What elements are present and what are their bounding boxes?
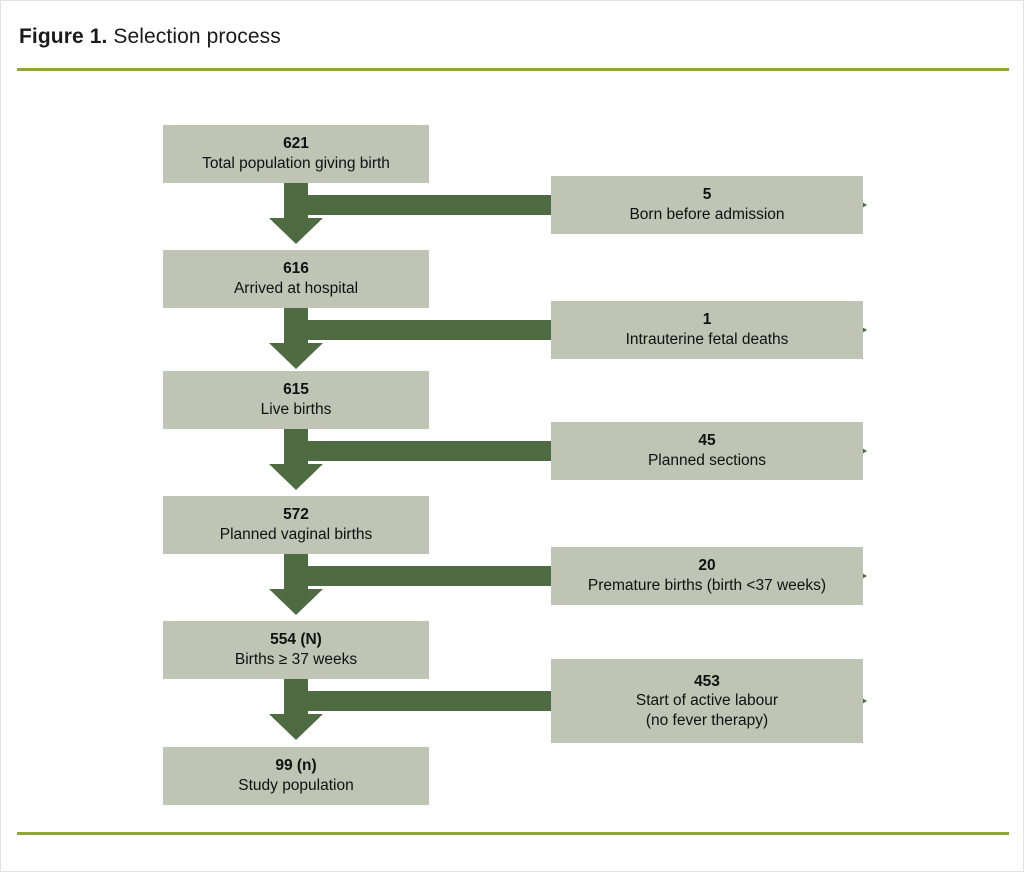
node-main-2[interactable]: 616 Arrived at hospital	[163, 250, 429, 308]
node-label: Study population	[238, 777, 354, 794]
arrow-down-2	[269, 308, 323, 369]
arrow-down-4	[269, 554, 323, 615]
node-count: 572	[283, 506, 309, 524]
node-excluded-3[interactable]: 45 Planned sections	[551, 422, 863, 480]
divider-top	[17, 68, 1009, 71]
node-count: 453	[694, 672, 720, 690]
node-label: Planned vaginal births	[219, 526, 373, 543]
node-label: Total population giving birth	[202, 155, 390, 172]
figure-label: Figure 1.	[19, 25, 108, 48]
node-label: Born before admission	[629, 206, 785, 223]
node-excluded-1[interactable]: 5 Born before admission	[551, 176, 863, 234]
node-excluded-4[interactable]: 20 Premature births (birth <37 weeks)	[551, 547, 863, 605]
node-count: 616	[283, 260, 309, 278]
node-count: 45	[698, 432, 716, 450]
node-main-4[interactable]: 572 Planned vaginal births	[163, 496, 429, 554]
node-count: 554 (N)	[270, 631, 322, 649]
node-main-1[interactable]: 621 Total population giving birth	[163, 125, 429, 183]
node-count: 5	[702, 186, 712, 204]
node-main-5[interactable]: 554 (N) Births ≥ 37 weeks	[163, 621, 429, 679]
node-count: 615	[283, 381, 309, 399]
node-excluded-2[interactable]: 1 Intrauterine fetal deaths	[551, 301, 863, 359]
node-count: 621	[283, 135, 309, 153]
node-label: Premature births (birth <37 weeks)	[587, 577, 827, 594]
node-label: Live births	[260, 401, 332, 418]
node-label: Intrauterine fetal deaths	[625, 331, 789, 348]
node-count: 20	[698, 557, 716, 575]
node-label-line2: (no fever therapy)	[645, 711, 769, 729]
node-main-6[interactable]: 99 (n) Study population	[163, 747, 429, 805]
arrow-down-5	[269, 679, 323, 740]
node-count: 1	[702, 311, 712, 329]
node-label: Start of active labour	[635, 692, 779, 710]
node-main-3[interactable]: 615 Live births	[163, 371, 429, 429]
page-title: Figure 1. Selection process	[19, 25, 281, 49]
node-label: Planned sections	[647, 452, 767, 469]
figure-caption: Selection process	[107, 25, 281, 48]
divider-bottom	[17, 832, 1009, 835]
arrow-down-1	[269, 183, 323, 244]
node-label: Births ≥ 37 weeks	[234, 651, 358, 668]
node-excluded-5[interactable]: 453 Start of active labour (no fever the…	[551, 659, 863, 743]
node-count: 99 (n)	[275, 757, 317, 775]
node-label: Arrived at hospital	[233, 280, 359, 297]
arrow-down-3	[269, 429, 323, 490]
